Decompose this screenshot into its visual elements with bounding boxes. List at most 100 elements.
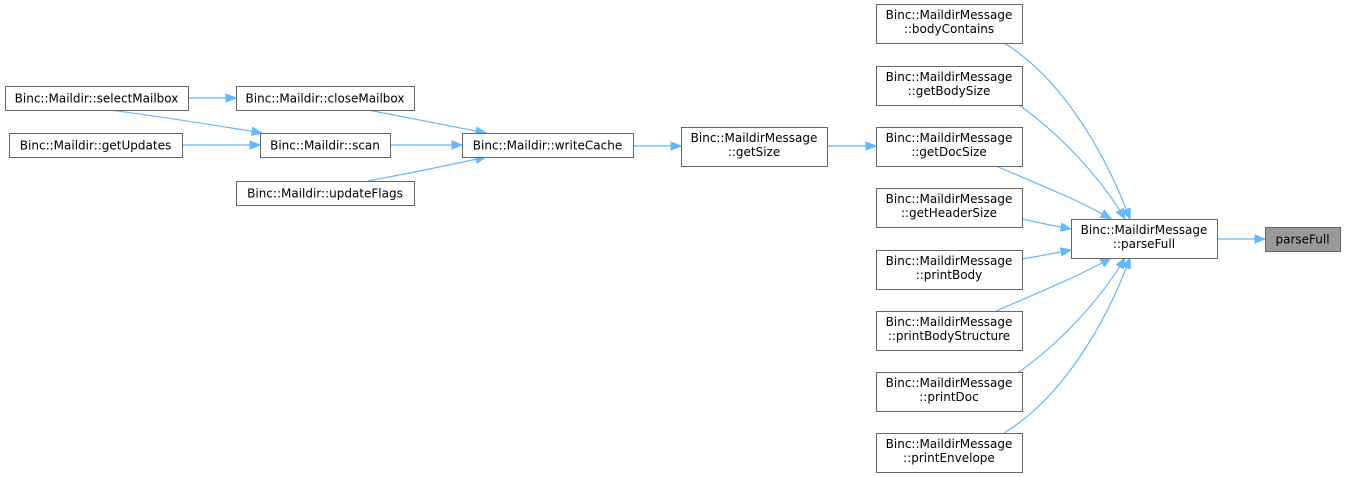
node-label: Binc::MaildirMessage <box>886 376 1013 390</box>
arrowhead <box>1115 207 1126 221</box>
node-label: Binc::MaildirMessage <box>886 437 1013 451</box>
edge-selectMailbox-to-closeMailbox <box>188 93 238 103</box>
edges-layer <box>109 42 1267 434</box>
node-bodyContains[interactable]: Binc::MaildirMessage::bodyContains <box>876 4 1023 44</box>
node-printBodyStructure[interactable]: Binc::MaildirMessage::printBodyStructure <box>876 311 1023 351</box>
edge-getUpdates-to-scan <box>182 140 262 150</box>
edge-updateFlags-to-writeCache <box>367 154 488 182</box>
node-box <box>876 66 1023 106</box>
node-label: Binc::MaildirMessage <box>886 8 1013 22</box>
edge-line <box>995 165 1112 220</box>
arrowhead <box>1059 247 1073 257</box>
node-box <box>876 250 1023 290</box>
edge-line <box>1003 257 1131 434</box>
arrowhead <box>865 141 878 151</box>
node-scan[interactable]: Binc::Maildir::scan <box>260 133 391 158</box>
node-box <box>9 133 183 158</box>
edge-getBodySize-to-mmParseFull <box>1018 104 1126 221</box>
edge-line <box>1018 104 1126 220</box>
arrowhead <box>1099 257 1113 268</box>
node-box <box>236 86 415 111</box>
node-label: Binc::MaildirMessage <box>691 131 818 145</box>
node-label: ::parseFull <box>1113 237 1175 251</box>
edge-printDoc-to-mmParseFull <box>1018 256 1126 373</box>
node-box <box>1265 227 1341 252</box>
node-label: Binc::MaildirMessage <box>886 131 1013 145</box>
node-label: ::printDoc <box>919 390 978 404</box>
node-getSize[interactable]: Binc::MaildirMessage::getSize <box>681 127 828 167</box>
edge-selectMailbox-to-scan <box>109 109 264 136</box>
node-label: Binc::MaildirMessage <box>1081 223 1208 237</box>
arrowhead <box>225 93 238 103</box>
node-closeMailbox[interactable]: Binc::Maildir::closeMailbox <box>236 86 415 111</box>
arrowhead <box>670 141 683 151</box>
node-parseFull[interactable]: parseFull <box>1265 227 1341 252</box>
arrowhead <box>249 140 262 150</box>
node-label: ::bodyContains <box>904 22 994 36</box>
node-printBody[interactable]: Binc::MaildirMessage::printBody <box>876 250 1023 290</box>
node-label: ::printEnvelope <box>903 451 995 465</box>
node-label: Binc::Maildir::writeCache <box>473 139 622 153</box>
node-box <box>876 311 1023 351</box>
arrowhead <box>1099 209 1113 220</box>
node-box <box>876 4 1023 44</box>
edge-getHeaderSize-to-mmParseFull <box>1021 218 1073 232</box>
edge-closeMailbox-to-writeCache <box>367 109 488 136</box>
arrowhead <box>451 140 464 150</box>
node-writeCache[interactable]: Binc::Maildir::writeCache <box>462 133 634 158</box>
node-box <box>876 433 1023 473</box>
edge-printBody-to-mmParseFull <box>1021 247 1073 260</box>
edge-mmParseFull-to-parseFull <box>1216 234 1267 244</box>
node-label: ::getSize <box>728 145 780 159</box>
node-printEnvelope[interactable]: Binc::MaildirMessage::printEnvelope <box>876 433 1023 473</box>
edge-scan-to-writeCache <box>390 140 464 150</box>
edge-line <box>1003 42 1131 220</box>
node-label: ::getHeaderSize <box>901 206 997 220</box>
node-box <box>876 372 1023 412</box>
node-getHeaderSize[interactable]: Binc::MaildirMessage::getHeaderSize <box>876 188 1023 228</box>
node-box <box>260 133 391 158</box>
edge-line <box>367 156 487 182</box>
node-label: Binc::MaildirMessage <box>886 315 1013 329</box>
node-printDoc[interactable]: Binc::MaildirMessage::printDoc <box>876 372 1023 412</box>
node-updateFlags[interactable]: Binc::Maildir::updateFlags <box>236 181 415 206</box>
node-box <box>462 133 634 158</box>
node-mmParseFull[interactable]: Binc::MaildirMessage::parseFull <box>1071 219 1218 259</box>
node-label: Binc::Maildir::getUpdates <box>20 139 171 153</box>
edge-line <box>367 109 487 134</box>
node-box <box>1071 219 1218 259</box>
node-label: Binc::MaildirMessage <box>886 192 1013 206</box>
edge-writeCache-to-getSize <box>633 141 683 151</box>
nodes-layer: parseFullBinc::MaildirMessage::parseFull… <box>5 4 1341 473</box>
node-label: Binc::Maildir::updateFlags <box>247 187 403 201</box>
node-box <box>236 181 415 206</box>
node-label: Binc::Maildir::scan <box>270 139 380 153</box>
node-label: ::getDocSize <box>911 145 987 159</box>
node-label: Binc::MaildirMessage <box>886 254 1013 268</box>
arrowhead <box>1254 234 1267 244</box>
node-label: ::getBodySize <box>908 84 991 98</box>
node-label: Binc::Maildir::closeMailbox <box>246 92 405 106</box>
node-box <box>5 86 189 111</box>
edge-bodyContains-to-mmParseFull <box>1003 42 1131 221</box>
arrowhead <box>1121 207 1131 221</box>
node-label: parseFull <box>1275 233 1329 247</box>
node-getDocSize[interactable]: Binc::MaildirMessage::getDocSize <box>876 127 1023 167</box>
node-box <box>876 188 1023 228</box>
edge-line <box>109 109 263 134</box>
node-selectMailbox[interactable]: Binc::Maildir::selectMailbox <box>5 86 189 111</box>
node-getUpdates[interactable]: Binc::Maildir::getUpdates <box>9 133 183 158</box>
node-box <box>681 127 828 167</box>
node-getBodySize[interactable]: Binc::MaildirMessage::getBodySize <box>876 66 1023 106</box>
edge-line <box>1018 257 1126 373</box>
node-box <box>876 127 1023 167</box>
node-label: Binc::MaildirMessage <box>886 70 1013 84</box>
arrowhead <box>1121 256 1131 270</box>
arrowhead <box>250 126 264 136</box>
node-label: ::printBody <box>916 268 983 282</box>
edge-getDocSize-to-mmParseFull <box>995 165 1113 220</box>
edge-printEnvelope-to-mmParseFull <box>1003 256 1131 434</box>
arrowhead <box>1059 222 1073 232</box>
arrowhead <box>1115 256 1126 270</box>
